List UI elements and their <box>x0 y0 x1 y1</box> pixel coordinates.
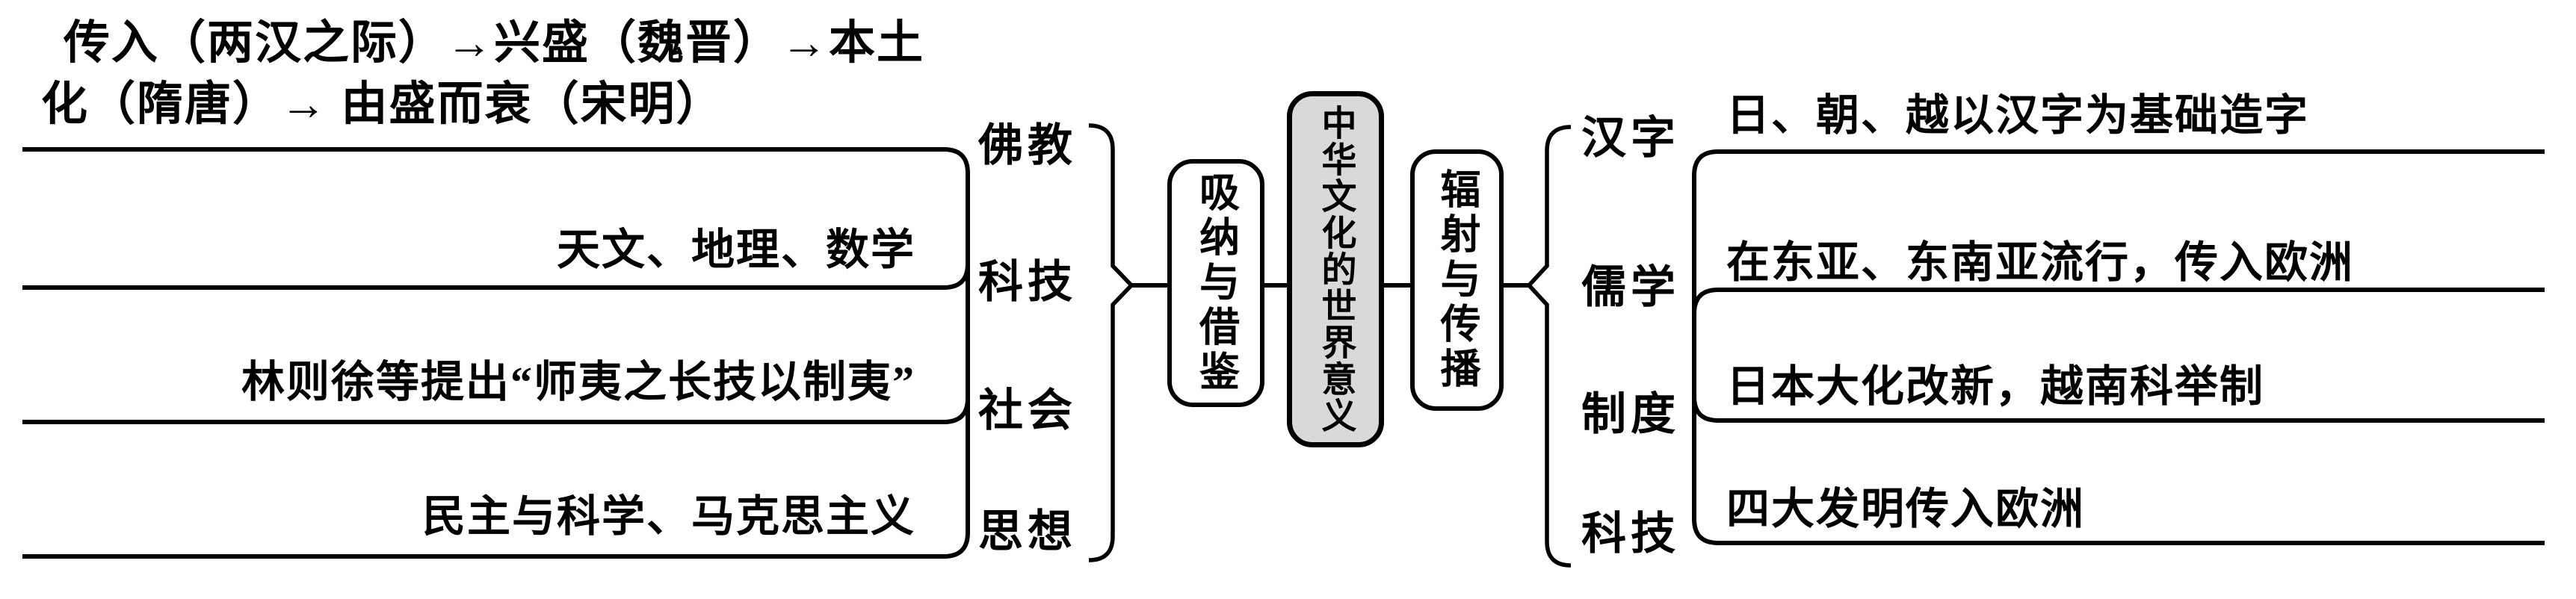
right-brace <box>1526 125 1572 568</box>
right-item-confucianism-text: 在东亚、东南亚流行，传入欧洲 <box>1726 238 2355 287</box>
left-category-thought: 思想 <box>978 507 1077 556</box>
right-item-hanzi-text: 日、朝、越以汉字为基础造字 <box>1726 91 2310 140</box>
left-item-buddhism-line2: 化（隋唐）→ 由盛而衰（宋明） <box>41 79 724 130</box>
right-category-technology: 科技 <box>1581 509 1680 559</box>
left-item-science-text: 天文、地理、数学 <box>556 226 915 274</box>
right-underline-2 <box>1692 288 2545 314</box>
central-topic-node: 中华文化的世界意义 <box>1287 91 1384 447</box>
right-item-institutions-text: 日本大化改新，越南科举制 <box>1726 362 2265 411</box>
left-bracket-outline <box>22 147 970 559</box>
left-underline-3 <box>22 397 970 424</box>
left-brace <box>1088 123 1134 562</box>
left-category-buddhism: 佛教 <box>978 121 1077 170</box>
left-item-buddhism-line1: 传入（两汉之际）→兴盛（魏晋）→本土 <box>64 18 925 69</box>
right-item-technology-text: 四大发明传入欧洲 <box>1726 485 2086 533</box>
left-underline-2 <box>22 263 970 290</box>
left-category-society: 社会 <box>978 386 1077 435</box>
left-item-thought-text: 民主与科学、马克思主义 <box>421 492 915 541</box>
left-category-science: 科技 <box>978 258 1077 307</box>
right-category-confucianism: 儒学 <box>1581 263 1680 312</box>
absorb-borrow-node: 吸纳与借鉴 <box>1167 159 1264 407</box>
right-bracket-outline <box>1692 149 2545 545</box>
radiate-spread-node: 辐射与传播 <box>1410 149 1504 411</box>
right-category-hanzi: 汉字 <box>1581 114 1680 163</box>
right-category-institutions: 制度 <box>1581 390 1680 439</box>
left-item-society-text: 林则徐等提出“师夷之长技以制夷” <box>241 358 915 406</box>
right-underline-3 <box>1692 396 2545 423</box>
